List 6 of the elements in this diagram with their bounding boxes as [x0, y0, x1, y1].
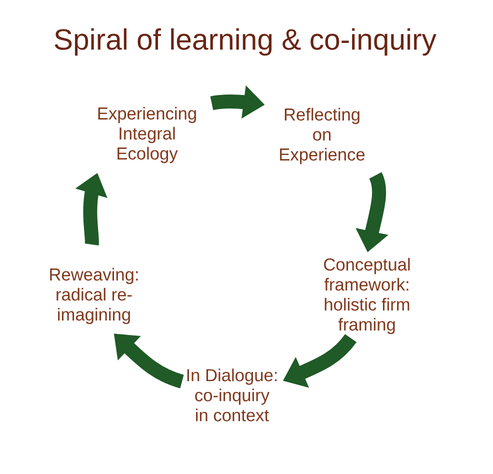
stage-label: Reweaving: radical re-imagining — [50, 268, 138, 324]
title: Spiral of learning & co-inquiry — [54, 28, 436, 56]
stage-label: In Dialogue: co-inquiry in context — [187, 368, 277, 422]
stage-label: Experiencing Integral Ecology — [98, 106, 196, 164]
stage-label: Conceptual framework: holistic firm framing — [324, 258, 410, 334]
stage-label: Reflecting on Experience — [280, 108, 365, 164]
